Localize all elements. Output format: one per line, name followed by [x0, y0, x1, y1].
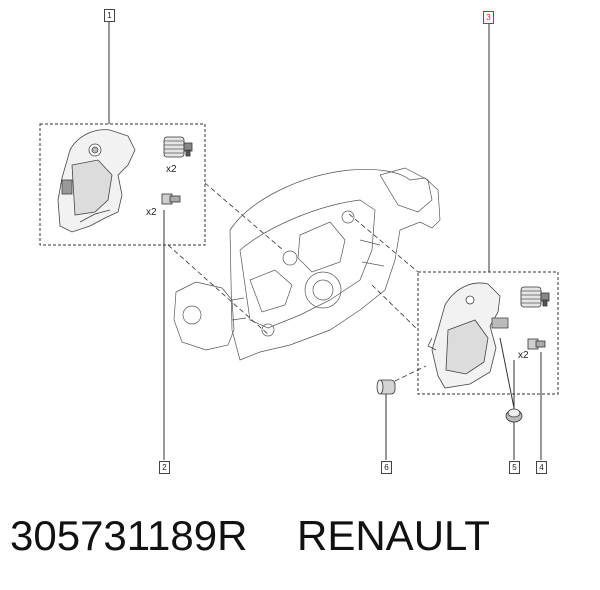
exploded-parts-diagram — [39, 20, 559, 460]
right-kit-box — [417, 271, 559, 395]
bushing — [505, 408, 523, 423]
left-cover-bracket — [57, 129, 136, 233]
brand-name: RENAULT — [297, 512, 490, 559]
callout-3: 3 — [483, 11, 494, 24]
qty-spring-left: x2 — [166, 164, 177, 175]
engine-block — [173, 167, 441, 361]
qty-bolt-left: x2 — [146, 207, 157, 218]
bolt-left — [161, 193, 181, 205]
leader-line-5-diag — [499, 337, 515, 409]
projection-line — [394, 365, 427, 382]
bolt-right — [527, 338, 546, 350]
callout-6: 6 — [381, 461, 392, 474]
qty-bolt-right: x2 — [518, 350, 529, 361]
spring-right — [520, 286, 550, 308]
dowel-pin — [376, 379, 396, 395]
callout-2: 2 — [159, 461, 170, 474]
callout-1: 1 — [104, 9, 115, 22]
projection-line — [371, 284, 419, 331]
projection-line — [167, 244, 271, 337]
callout-4: 4 — [536, 461, 547, 474]
right-cover-bracket — [427, 282, 509, 389]
left-kit-box — [39, 123, 206, 246]
projection-line — [348, 213, 419, 273]
part-number: 305731189R — [10, 512, 248, 559]
projection-line — [204, 182, 284, 251]
callout-5: 5 — [509, 461, 520, 474]
spring-left — [163, 136, 193, 158]
